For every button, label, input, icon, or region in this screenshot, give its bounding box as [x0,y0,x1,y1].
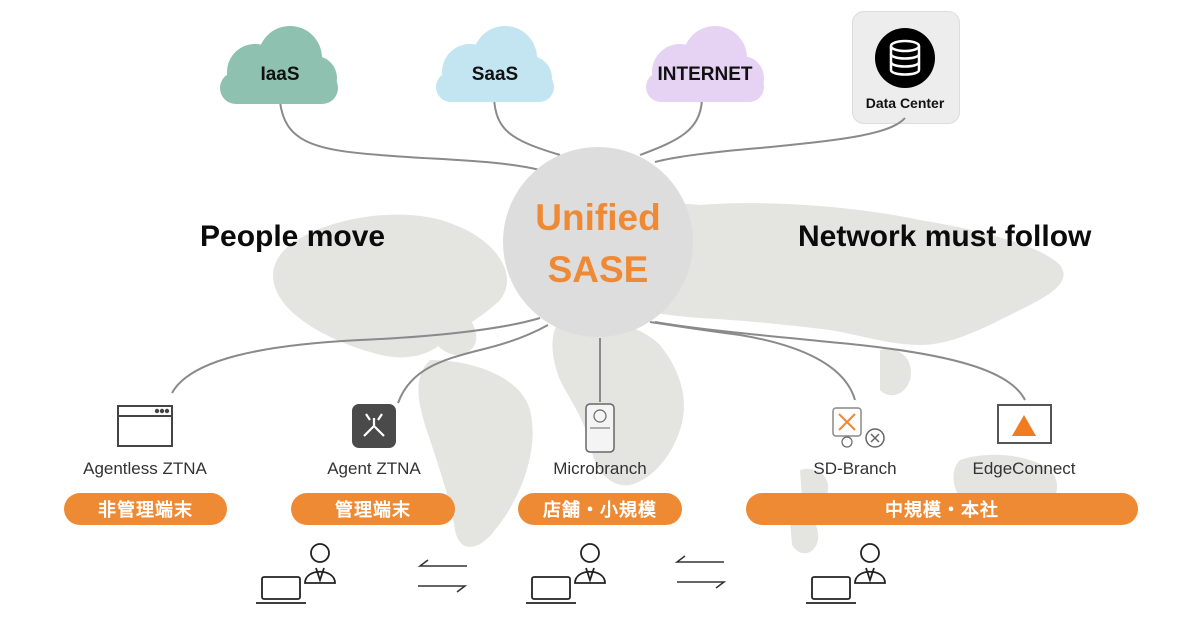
link-iaas [279,101,541,171]
access-point-icon [585,403,615,453]
internet-cloud [646,26,764,102]
device-label-agentless-ztna: Agentless ZTNA [83,459,207,478]
pill-unmanaged-devices: 非管理端末 [64,493,227,525]
sd-branch-icon [832,407,885,448]
device-label-agent-ztna: Agent ZTNA [327,459,421,478]
headline-network-follow: Network must follow [798,220,1092,253]
person-laptop-left [256,543,336,604]
center-title-line2: SASE [547,249,649,290]
device-label-sd-branch: SD-Branch [813,459,897,478]
pill-managed-devices: 管理端末 [291,493,455,525]
link-edgeconnect [654,321,1026,401]
data-center-label: Data Center [865,95,945,111]
device-label-edgeconnect: EdgeConnect [972,459,1076,478]
exchange-arrows-right [674,555,727,589]
iaas-cloud [220,26,338,104]
agent-app-icon [352,404,396,448]
link-agentless [171,317,541,394]
link-agent [397,324,549,404]
connection-lines [171,97,1026,404]
iaas-label: IaaS [260,64,300,85]
exchange-arrows-left [417,559,468,593]
link-saas [493,97,561,156]
edgeconnect-icon [997,404,1052,444]
link-internet [639,99,703,156]
person-laptop-right [806,543,886,604]
person-laptop-middle [526,543,606,604]
center-title-line1: Unified [535,197,661,238]
saas-cloud [436,26,554,102]
link-datacenter [654,117,906,163]
saas-label: SaaS [471,64,519,85]
device-label-microbranch: Microbranch [553,459,647,478]
unified-sase-circle [503,147,693,337]
internet-label: INTERNET [657,64,753,85]
headline-people-move: People move [200,220,386,253]
database-icon [875,28,935,88]
pill-midsize-hq: 中規模・本社 [746,493,1138,525]
browser-window-icon [117,405,173,447]
pill-store-small: 店舗・小規模 [518,493,682,525]
